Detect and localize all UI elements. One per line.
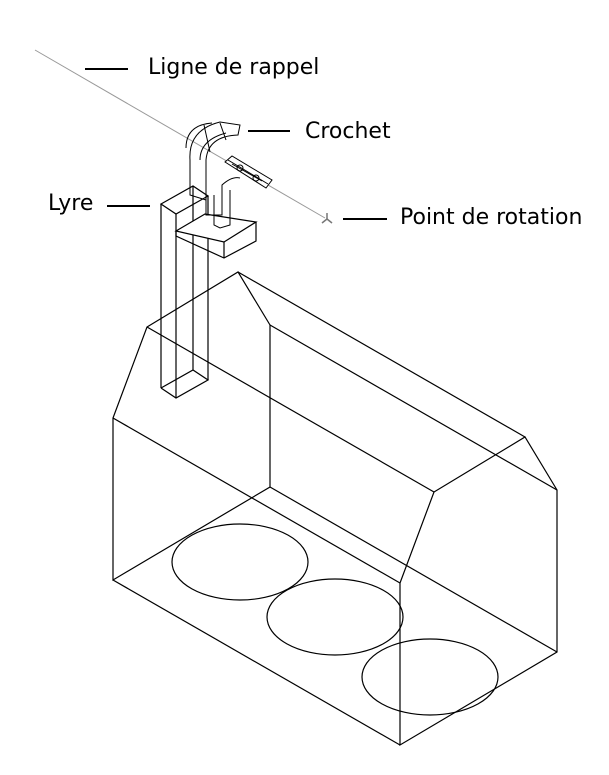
circle-2: [266, 578, 404, 656]
hook-wireframe: [185, 121, 273, 229]
label-rotation-point: Point de rotation: [400, 205, 583, 230]
rotation-point-icon: [321, 213, 333, 224]
lyre-wireframe: [159, 185, 258, 399]
circle-3: [361, 638, 499, 716]
label-reference-line: Ligne de rappel: [148, 55, 320, 80]
house-wireframe: [112, 271, 558, 747]
leader-lines: [85, 68, 387, 220]
label-hook: Crochet: [305, 119, 391, 144]
circle-1: [171, 523, 309, 601]
label-lyre: Lyre: [48, 191, 94, 216]
reference-line: [34, 49, 326, 219]
